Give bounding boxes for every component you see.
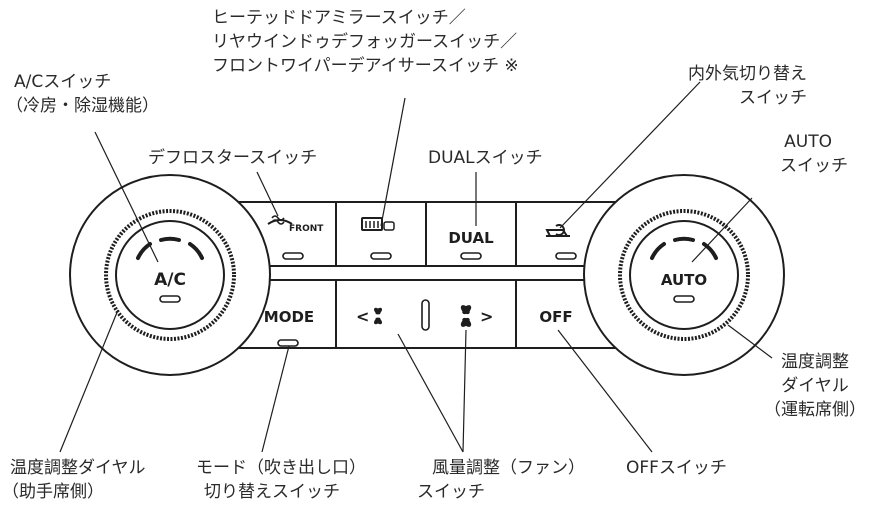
auto-button-label[interactable]: AUTO	[661, 271, 707, 289]
dual-button[interactable]	[460, 252, 482, 260]
mode-switch-line2: 切り替えスイッチ	[204, 482, 340, 502]
driver-temp-dial-line3: （運転席側）	[764, 400, 866, 420]
fan-switch-line1: 風量調整（ファン）	[432, 458, 585, 478]
front-defrost-button[interactable]	[267, 215, 304, 260]
mirror-switch-line2: リヤウインドゥデフォッガースイッチ／	[212, 32, 518, 52]
fan-down-button[interactable]: <	[356, 307, 383, 326]
driver-temp-dial-label: 温度調整 ダイヤル （運転席側）	[764, 350, 866, 422]
fan-switch-line2: スイッチ	[417, 482, 485, 502]
recirc-switch-line2: スイッチ	[739, 88, 807, 108]
driver-temp-dial-line2: ダイヤル	[781, 376, 849, 396]
off-button-label[interactable]: OFF	[539, 308, 572, 326]
mirror-icon	[383, 221, 395, 231]
ac-switch-line1: A/Cスイッチ	[14, 72, 112, 92]
auto-switch-line2: スイッチ	[780, 156, 848, 176]
ac-switch-line2: （冷房・除湿機能）	[6, 96, 159, 116]
dual-switch-label: DUALスイッチ	[428, 148, 543, 168]
passenger-temp-dial-line2: （助手席側）	[2, 482, 104, 502]
ac-button-label[interactable]: A/C	[154, 270, 186, 290]
ac-switch-label: A/Cスイッチ （冷房・除湿機能）	[6, 70, 159, 118]
fan-large-icon	[460, 305, 472, 327]
front-label: FRONT	[289, 224, 324, 234]
mode-switch-label: モード（吹き出し口） 切り替えスイッチ	[196, 456, 366, 504]
recirculation-icon	[545, 229, 570, 237]
rear-defogger-icon	[361, 217, 383, 231]
auto-switch-label: AUTO スイッチ	[780, 130, 848, 178]
recirc-switch-line1: 内外気切り替え	[688, 64, 807, 84]
mode-indicator	[277, 339, 299, 347]
mirror-switch-line1: ヒーテッドドアミラースイッチ／	[212, 8, 466, 28]
recirc-switch-label: 内外気切り替え スイッチ	[688, 62, 807, 110]
left-temp-dial[interactable]	[69, 174, 271, 376]
fan-small-icon	[373, 307, 383, 325]
fan-level-indicator	[421, 299, 430, 331]
passenger-temp-dial-label: 温度調整ダイヤル （助手席側）	[2, 456, 146, 504]
recirculation-button[interactable]	[545, 224, 577, 260]
off-switch-label: OFFスイッチ	[626, 458, 727, 478]
fan-up-button[interactable]: >	[459, 303, 493, 328]
driver-temp-dial-line1: 温度調整	[781, 352, 849, 372]
fan-down-arrow: <	[356, 307, 369, 326]
ac-indicator	[159, 295, 181, 303]
auto-switch-line1: AUTO	[784, 132, 832, 152]
fan-up-arrow: >	[480, 307, 493, 326]
passenger-temp-dial-line1: 温度調整ダイヤル	[10, 458, 146, 478]
leader-lines	[59, 81, 773, 453]
mirror-switch-label: ヒーテッドドアミラースイッチ／ リヤウインドゥデフォッガースイッチ／ フロントワ…	[212, 6, 519, 78]
rear-defogger-button[interactable]	[361, 217, 395, 260]
right-temp-dial[interactable]	[583, 174, 785, 376]
mode-button-label[interactable]: MODE	[264, 308, 314, 326]
defroster-switch-label: デフロスタースイッチ	[148, 148, 318, 168]
dual-button-label[interactable]: DUAL	[448, 229, 494, 247]
mode-switch-line1: モード（吹き出し口）	[196, 458, 366, 478]
mirror-switch-line3: フロントワイパーデアイサースイッチ ※	[212, 56, 519, 76]
auto-indicator	[673, 295, 695, 303]
fan-switch-label: 風量調整（ファン） スイッチ	[417, 456, 585, 504]
